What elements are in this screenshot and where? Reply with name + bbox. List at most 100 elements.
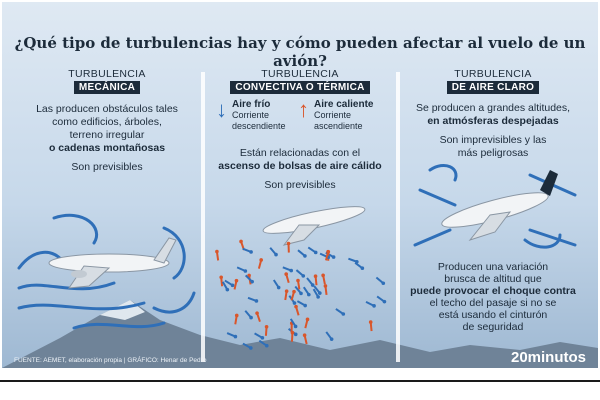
airplane-icon [441, 170, 558, 241]
legend-title: Aire frío [232, 99, 271, 110]
description: Las producen obstáculos tales como edifi… [14, 103, 200, 174]
text-line: Las producen obstáculos tales [36, 103, 178, 115]
flow-arrow-head [313, 274, 318, 279]
heading-highlight: CONVECTIVA O TÉRMICA [230, 81, 370, 94]
flow-arrow-head [372, 304, 376, 308]
text-line: como edificios, árboles, [52, 116, 162, 128]
legend-hot: ↑ Aire caliente Corriente ascendiente [298, 97, 373, 132]
flow-arrow-head [294, 304, 298, 309]
arrow-down-icon: ↓ [216, 97, 227, 122]
flow-arrow-head [239, 239, 243, 244]
panel-mecanica: TURBULENCIA MECÁNICA Las producen obstác… [14, 68, 200, 368]
flow-arrow-head [293, 324, 298, 329]
flow-arrow-head [230, 283, 235, 288]
flow-arrow-head [234, 278, 239, 283]
flow-arrow-head [260, 336, 265, 340]
flow-arrow-head [289, 268, 294, 273]
flow-arrow-head [318, 291, 322, 295]
flow-arrow-head [264, 343, 269, 348]
legend-sub: Corriente [314, 110, 352, 120]
description: Están relacionadas con el ascenso de bol… [204, 147, 396, 192]
flow-arrow-head [215, 249, 219, 254]
flow-arrow-head [368, 320, 373, 324]
flow-arrow-head [274, 252, 278, 257]
flow-arrow-head [259, 258, 263, 262]
flow-arrow-head [360, 266, 365, 271]
panel-aire-claro: TURBULENCIA DE AIRE CLARO Se producen a … [400, 68, 586, 368]
text-line: de seguridad [462, 321, 524, 333]
legend-cold: ↓ Aire frío Corriente descendiente [216, 97, 286, 132]
flow-arrow-head [303, 254, 307, 258]
airplane-icon [262, 206, 366, 246]
flow-arrow-head [321, 273, 325, 278]
description: Se producen a grandes altitudes, en atmó… [400, 102, 586, 160]
flow-arrow-head [329, 337, 334, 341]
flow-arrow-head [302, 333, 307, 338]
flow-arrow-head [316, 295, 320, 299]
brand-logo: 20minutos [510, 349, 586, 366]
divider [201, 72, 205, 362]
text-line: brusca de altitud que [444, 273, 542, 285]
source-credit: FUENTE: AEMET, elaboración propia | GRÁF… [14, 357, 207, 364]
consequence-text: Producen una variación brusca de altitud… [400, 261, 586, 333]
flow-arrow-head [249, 315, 253, 320]
flow-arrow-head [284, 272, 289, 276]
flow-arrow-head [249, 250, 253, 254]
divider [396, 72, 400, 362]
flow-arrow-head [225, 287, 230, 292]
text-line: está usando el cinturón [438, 309, 548, 321]
text-line: Producen una variación [437, 261, 549, 273]
panel-heading: TURBULENCIA CONVECTIVA O TÉRMICA [204, 68, 396, 94]
text-line: puede provocar el choque contra [410, 285, 576, 297]
text-line: el techo del pasaje si no se [429, 297, 557, 309]
text-line: en atmósferas despejadas [427, 115, 559, 127]
flow-arrow-head [341, 312, 346, 316]
flow-arrow-head [276, 285, 281, 290]
flow-arrow-head [303, 303, 307, 308]
text-line: ascenso de bolsas de aire cálido [218, 160, 382, 172]
flow-arrow-head [292, 289, 296, 294]
airplane-icon [48, 237, 177, 289]
flow-arrow-head [254, 299, 259, 303]
legend-sub: Corriente [232, 110, 270, 120]
airplane-turbulence-illustration [413, 164, 577, 249]
flow-arrow-head [219, 275, 223, 280]
convection-arrows-illustration [215, 206, 387, 350]
text-line: Son imprevisibles y las [439, 134, 547, 146]
flow-arrow-head [255, 311, 259, 315]
flow-arrow-head [313, 250, 318, 255]
heading-highlight: DE AIRE CLARO [446, 81, 540, 94]
flow-arrow-head [234, 313, 239, 318]
text-line: Son previsibles [71, 161, 143, 173]
heading-highlight: MECÁNICA [73, 81, 141, 94]
legend-sub: descendiente [232, 121, 286, 131]
legend-sub: ascendiente [314, 121, 363, 131]
page-title: ¿Qué tipo de turbulencias hay y cómo pue… [14, 34, 586, 70]
flow-arrow-head [293, 332, 298, 337]
arrow-up-icon: ↑ [298, 97, 309, 122]
flow-arrow-head [310, 283, 315, 287]
panel-heading: TURBULENCIA DE AIRE CLARO [400, 68, 586, 94]
text-line: Son previsibles [264, 179, 336, 191]
text-line: Están relacionadas con el [239, 147, 361, 159]
flow-arrow-head [382, 299, 387, 304]
flow-arrow-head [247, 273, 251, 278]
flow-arrow-head [249, 346, 253, 350]
flow-arrow-head [284, 289, 289, 293]
flow-arrow-head [264, 324, 269, 329]
flow-arrow-head [301, 274, 306, 278]
flow-arrow-head [331, 255, 336, 259]
flow-arrow-head [292, 301, 297, 305]
text-line: terreno irregular [69, 129, 145, 141]
heading-line: TURBULENCIA [454, 68, 532, 80]
mountain-shape [2, 300, 598, 368]
text-line: o cadenas montañosas [48, 142, 166, 154]
text-line: más peligrosas [457, 147, 529, 159]
flow-arrow-head [307, 292, 311, 297]
flow-arrow-head [243, 269, 248, 273]
flow-arrow-head [323, 284, 328, 288]
flow-arrow-head [296, 278, 300, 283]
flow-arrow-head [286, 241, 291, 246]
flow-arrow-head [233, 334, 238, 339]
